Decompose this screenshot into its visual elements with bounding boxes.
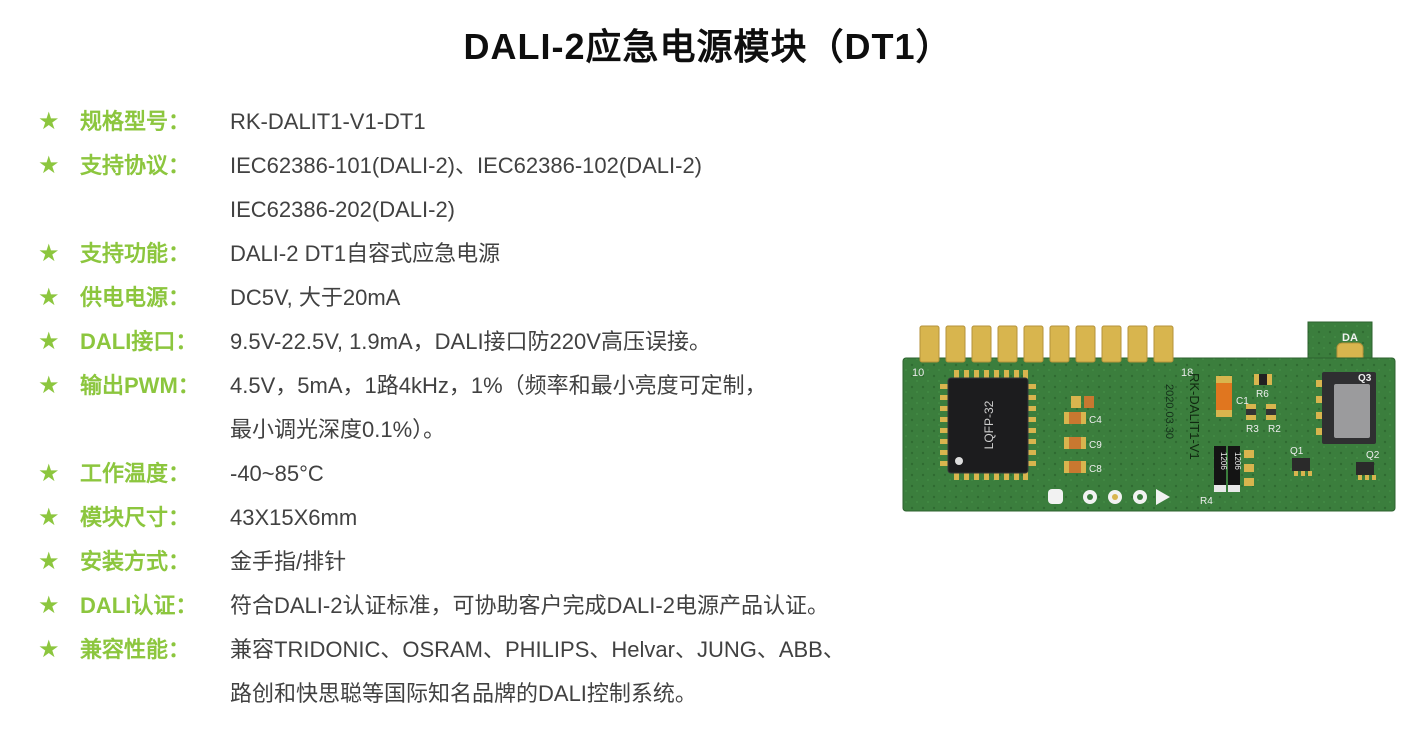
gold-fingers: [919, 325, 1174, 363]
spec-value: IEC62386-101(DALI-2)、IEC62386-102(DALI-2…: [230, 144, 918, 232]
spec-label: 兼容性能：: [80, 637, 191, 662]
spec-value-line: DALI-2 DT1自容式应急电源: [230, 241, 501, 266]
pcb-label-c4: C4: [1089, 415, 1102, 426]
star-bullet-icon: ★: [38, 372, 60, 399]
capacitor-cluster: C4 C9 C8: [1064, 396, 1102, 475]
spec-value-line: 9.5V-22.5V, 1.9mA，DALI接口防220V高压误接。: [230, 329, 711, 354]
star-bullet-icon: ★: [38, 548, 60, 575]
spec-value-line: 路创和快思聪等国际知名品牌的DALI控制系统。: [230, 681, 697, 706]
spec-value: 9.5V-22.5V, 1.9mA，DALI接口防220V高压误接。: [230, 320, 918, 364]
pcb-label-pin10: 10: [912, 367, 924, 379]
spec-row: ★ 支持功能： DALI-2 DT1自容式应急电源: [38, 232, 918, 276]
pin1-dot: [955, 457, 963, 465]
star-bullet-icon: ★: [38, 592, 60, 619]
spec-value: RK-DALIT1-V1-DT1: [230, 100, 918, 144]
pcb-label-1206-a: 1206: [1219, 452, 1228, 470]
spec-row: ★ 供电电源： DC5V, 大于20mA: [38, 276, 918, 320]
pcb-module-illustration: DA 10 18: [902, 321, 1396, 512]
page-title: DALI-2应急电源模块（DT1）: [463, 26, 953, 67]
spec-label: 支持协议：: [80, 153, 191, 178]
spec-row: ★ 支持协议： IEC62386-101(DALI-2)、IEC62386-102(…: [38, 144, 918, 232]
pcb-label-q3: Q3: [1358, 373, 1372, 384]
spec-value-line: 符合DALI-2认证标准，可协助客户完成DALI-2电源产品认证。: [230, 593, 829, 618]
spec-value: -40~85°C: [230, 452, 918, 496]
spec-row: ★ 兼容性能： 兼容TRIDONIC、OSRAM、PHILIPS、Helvar、JU…: [38, 628, 918, 716]
pcb-label-c8: C8: [1089, 464, 1102, 475]
spec-value-line: IEC62386-101(DALI-2)、IEC62386-102(DALI-2…: [230, 153, 703, 178]
spec-value: 4.5V，5mA，1路4kHz，1%（频率和最小亮度可定制， 最小调光深度0.1%…: [230, 364, 918, 452]
spec-value-line: DC5V, 大于20mA: [230, 285, 401, 310]
star-bullet-icon: ★: [38, 328, 60, 355]
spec-value-line: RK-DALIT1-V1-DT1: [230, 109, 426, 134]
pcb-photo: DA 10 18: [898, 318, 1398, 523]
pcb-label-r6: R6: [1256, 389, 1269, 400]
star-bullet-icon: ★: [38, 108, 60, 135]
spec-row: ★ 模块尺寸： 43X15X6mm: [38, 496, 918, 540]
spec-value: 符合DALI-2认证标准，可协助客户完成DALI-2电源产品认证。: [230, 584, 918, 628]
spec-label: 支持功能：: [80, 241, 191, 266]
spec-label: 输出PWM：: [80, 373, 200, 398]
pcb-label-lqfp32: LQFP-32: [982, 400, 996, 449]
pcb-label-r2: R2: [1268, 424, 1281, 435]
pcb-label-da: DA: [1342, 332, 1358, 344]
spec-value: 43X15X6mm: [230, 496, 918, 540]
star-bullet-icon: ★: [38, 460, 60, 487]
right-components: C1 R6 R3 R2 1206 1206 R4 Q1: [1200, 372, 1380, 507]
pcb-label-r3: R3: [1246, 424, 1259, 435]
spec-value-line: 最小调光深度0.1%）。: [230, 417, 446, 442]
spec-value: 金手指/排针: [230, 540, 918, 584]
orange-capacitor: [1216, 383, 1232, 410]
star-bullet-icon: ★: [38, 240, 60, 267]
pcb-label-date: 2020.03.30: [1163, 384, 1175, 439]
pcb-label-model: RK-DALIT1-V1: [1187, 373, 1202, 460]
spec-label: 供电电源：: [80, 285, 191, 310]
spec-label: DALI接口：: [80, 329, 198, 354]
spec-value-line: IEC62386-202(DALI-2): [230, 197, 456, 222]
star-bullet-icon: ★: [38, 636, 60, 663]
pcb-label-c1: C1: [1236, 396, 1249, 407]
star-bullet-icon: ★: [38, 284, 60, 311]
spec-row: ★ DALI接口： 9.5V-22.5V, 1.9mA，DALI接口防220V高压误…: [38, 320, 918, 364]
spec-row: ★ 规格型号： RK-DALIT1-V1-DT1: [38, 100, 918, 144]
spec-label: 安装方式：: [80, 549, 191, 574]
spec-value-line: 43X15X6mm: [230, 505, 358, 530]
spec-value: 兼容TRIDONIC、OSRAM、PHILIPS、Helvar、JUNG、ABB…: [230, 628, 918, 716]
spec-value-line: 金手指/排针: [230, 549, 347, 574]
spec-label: 规格型号：: [80, 109, 191, 134]
qfp-chip: LQFP-32: [940, 370, 1036, 480]
spec-value-line: 兼容TRIDONIC、OSRAM、PHILIPS、Helvar、JUNG、ABB…: [230, 637, 845, 662]
spec-value-line: -40~85°C: [230, 461, 324, 486]
pcb-label-q1: Q1: [1290, 446, 1304, 457]
spec-row: ★ 输出PWM： 4.5V，5mA，1路4kHz，1%（频率和最小亮度可定制， 最小调…: [38, 364, 918, 452]
pcb-label-pin18: 18: [1181, 367, 1193, 379]
spec-value: DC5V, 大于20mA: [230, 276, 918, 320]
spec-row: ★ DALI认证： 符合DALI-2认证标准，可协助客户完成DALI-2电源产品认证…: [38, 584, 918, 628]
star-bullet-icon: ★: [38, 152, 60, 179]
spec-label: DALI认证：: [80, 593, 198, 618]
spec-label: 工作温度：: [80, 461, 191, 486]
pcb-label-1206-b: 1206: [1233, 452, 1242, 470]
spec-row: ★ 安装方式： 金手指/排针: [38, 540, 918, 584]
spec-label: 模块尺寸：: [80, 505, 191, 530]
arrow-marker: [1156, 489, 1170, 505]
pcb-label-r4: R4: [1200, 496, 1213, 507]
mounting-holes: [1048, 489, 1170, 505]
star-bullet-icon: ★: [38, 504, 60, 531]
spec-list: ★ 规格型号： RK-DALIT1-V1-DT1 ★ 支持协议： IEC62386-101…: [38, 100, 918, 716]
pcb-label-q2: Q2: [1366, 450, 1380, 461]
pcb-label-c9: C9: [1089, 440, 1102, 451]
spec-value: DALI-2 DT1自容式应急电源: [230, 232, 918, 276]
spec-row: ★ 工作温度： -40~85°C: [38, 452, 918, 496]
spec-value-line: 4.5V，5mA，1路4kHz，1%（频率和最小亮度可定制，: [230, 373, 767, 398]
